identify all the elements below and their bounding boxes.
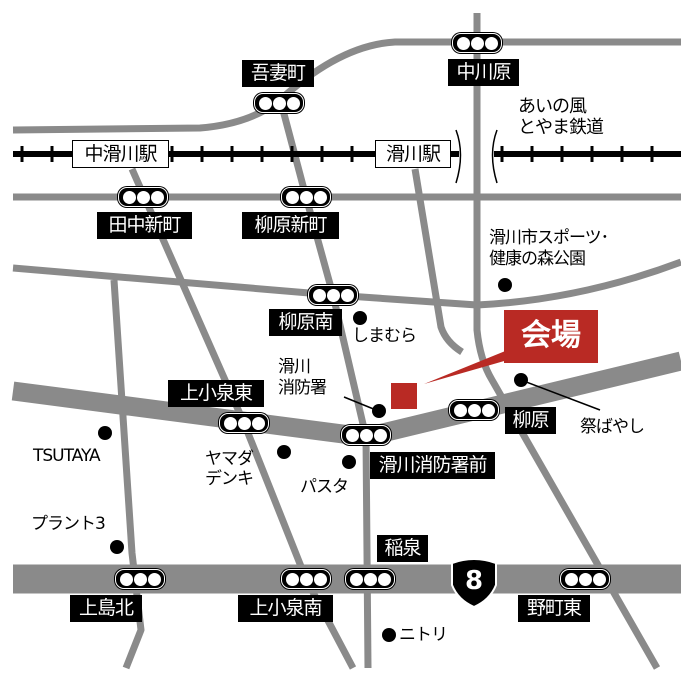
railway-name-line1: あいの風 bbox=[518, 96, 587, 117]
bridge-bracket-right bbox=[491, 129, 498, 184]
intersection-kamikoizumihigashi: 上小泉東 bbox=[168, 380, 264, 407]
intersection-shobosho-mae: 滑川消防署前 bbox=[370, 452, 495, 479]
poi-plant3: プラント3 bbox=[31, 514, 106, 534]
poi-shimamura: しまむら bbox=[352, 326, 417, 346]
poi-dot-tsutaya bbox=[98, 426, 112, 440]
traffic-signal-icon bbox=[449, 400, 499, 420]
poi-sports-park-line2: 健康の森公園 bbox=[489, 249, 586, 269]
route-8-shield-icon bbox=[451, 558, 497, 609]
poi-yamada-line1: ヤマダ bbox=[205, 449, 254, 469]
poi-dot-matsuribayashi bbox=[514, 373, 528, 387]
railway-name-line2: とやま鉄道 bbox=[518, 117, 604, 138]
traffic-signal-icon bbox=[281, 569, 331, 589]
poi-matsuribayashi: 祭ばやし bbox=[580, 417, 645, 437]
intersection-yanagihara: 柳原 bbox=[505, 407, 556, 434]
poi-dots bbox=[98, 278, 528, 642]
intersection-kamishimakita: 上島北 bbox=[70, 595, 142, 622]
poi-tsutaya: TSUTAYA bbox=[33, 446, 101, 466]
intersection-tanakashinmachi: 田中新町 bbox=[97, 212, 192, 239]
intersection-nakagawara: 中川原 bbox=[448, 59, 519, 86]
intersection-nomachihigashi: 野町東 bbox=[518, 595, 590, 622]
station-namerikawa: 滑川駅 bbox=[375, 140, 451, 168]
road-nakagawara bbox=[473, 13, 661, 670]
road-namerikawa-station bbox=[411, 168, 464, 355]
traffic-signal-icon bbox=[118, 187, 168, 207]
traffic-signal-icon bbox=[115, 569, 165, 589]
intersection-azumacho: 吾妻町 bbox=[242, 60, 314, 87]
intersection-yanagiharashinmachi: 柳原新町 bbox=[242, 212, 339, 239]
poi-yamada-line2: デンキ bbox=[205, 469, 254, 489]
poi-nitori: ニトリ bbox=[399, 625, 448, 645]
bridge-bracket-left bbox=[455, 129, 462, 184]
poi-fire-station-line2: 消防署 bbox=[278, 378, 327, 398]
poi-fire-station-line1: 滑川 bbox=[278, 357, 311, 377]
poi-dot-pasta bbox=[342, 455, 356, 469]
traffic-signal-icon bbox=[308, 285, 358, 305]
poi-dot-sports-park bbox=[498, 278, 512, 292]
venue-label: 会場 bbox=[504, 310, 598, 363]
poi-sports-park-line1: 滑川市スポーツ･ bbox=[489, 228, 609, 248]
traffic-signal-icon bbox=[219, 413, 269, 433]
route-8-number: 8 bbox=[464, 566, 484, 596]
poi-dot-shimamura bbox=[353, 311, 367, 325]
traffic-signal-icon bbox=[341, 425, 391, 445]
traffic-signal-icon bbox=[560, 569, 610, 589]
intersection-kamikoizumiminami: 上小泉南 bbox=[238, 595, 333, 622]
traffic-signal-icon bbox=[254, 93, 304, 113]
traffic-signal-icon bbox=[452, 33, 502, 53]
traffic-signal-icon bbox=[281, 187, 331, 207]
poi-dot-plant3 bbox=[110, 540, 124, 554]
poi-pasta: パスタ bbox=[300, 477, 349, 497]
poi-dot-fire-station bbox=[372, 404, 386, 418]
road-curve-middle bbox=[12, 258, 681, 309]
intersection-yanagiharaminami: 柳原南 bbox=[269, 309, 342, 336]
traffic-signal-icon bbox=[345, 569, 395, 589]
road-diagonal-west bbox=[128, 167, 357, 670]
venue-marker bbox=[391, 383, 417, 409]
station-nakanamerikawa: 中滑川駅 bbox=[72, 140, 169, 168]
intersection-inazumi: 稲泉 bbox=[377, 535, 428, 562]
poi-dot-nitori bbox=[382, 628, 396, 642]
poi-dot-yamada bbox=[277, 445, 291, 459]
